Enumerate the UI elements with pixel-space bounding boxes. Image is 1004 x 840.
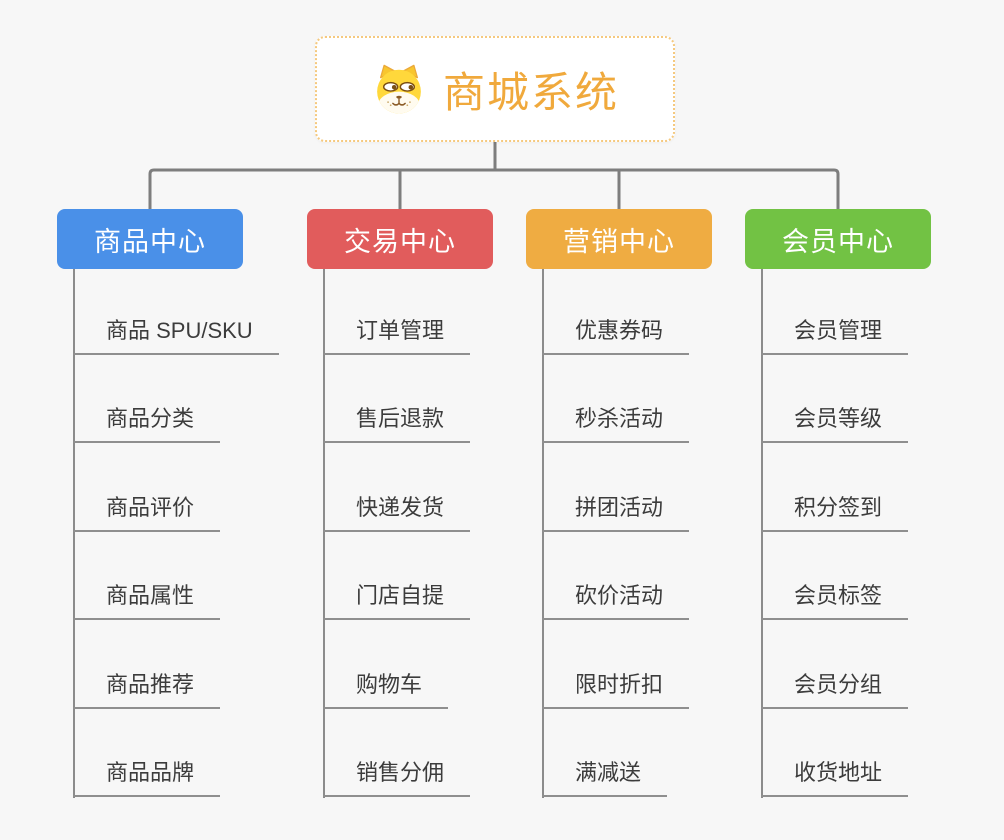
- leaf-node[interactable]: 商品推荐: [73, 670, 221, 709]
- leaf-node[interactable]: 快递发货: [323, 493, 471, 532]
- leaf-node[interactable]: 会员标签: [761, 581, 909, 620]
- leaf-node[interactable]: 积分签到: [761, 493, 909, 532]
- leaf-node[interactable]: 门店自提: [323, 581, 471, 620]
- leaf-node[interactable]: 会员分组: [761, 670, 909, 709]
- leaf-node[interactable]: 优惠券码: [542, 316, 690, 355]
- leaf-node[interactable]: 售后退款: [323, 404, 471, 443]
- branch-node-member-center[interactable]: 会员中心: [745, 209, 931, 269]
- leaf-node[interactable]: 销售分佣: [323, 758, 471, 797]
- leaf-node[interactable]: 购物车: [323, 670, 449, 709]
- root-title: 商城系统: [442, 68, 619, 116]
- root-node-mall-system[interactable]: 商城系统: [315, 36, 675, 142]
- leaf-node[interactable]: 收货地址: [761, 758, 909, 797]
- branch-node-product-center[interactable]: 商品中心: [57, 209, 243, 269]
- leaf-node[interactable]: 商品属性: [73, 581, 221, 620]
- leaf-node[interactable]: 秒杀活动: [542, 404, 690, 443]
- leaf-node[interactable]: 商品评价: [73, 493, 221, 532]
- leaf-node[interactable]: 会员管理: [761, 316, 909, 355]
- leaf-node[interactable]: 砍价活动: [542, 581, 690, 620]
- dog-face-icon: [371, 63, 427, 115]
- leaf-node[interactable]: 限时折扣: [542, 670, 690, 709]
- leaf-node[interactable]: 会员等级: [761, 404, 909, 443]
- leaf-node[interactable]: 商品分类: [73, 404, 221, 443]
- leaf-node[interactable]: 商品 SPU/SKU: [73, 316, 279, 355]
- leaf-node[interactable]: 满减送: [542, 758, 668, 797]
- leaf-node[interactable]: 拼团活动: [542, 493, 690, 532]
- branch-node-trade-center[interactable]: 交易中心: [307, 209, 493, 269]
- leaf-node[interactable]: 商品品牌: [73, 758, 221, 797]
- branch-node-marketing-center[interactable]: 营销中心: [526, 209, 712, 269]
- leaf-node[interactable]: 订单管理: [323, 316, 471, 355]
